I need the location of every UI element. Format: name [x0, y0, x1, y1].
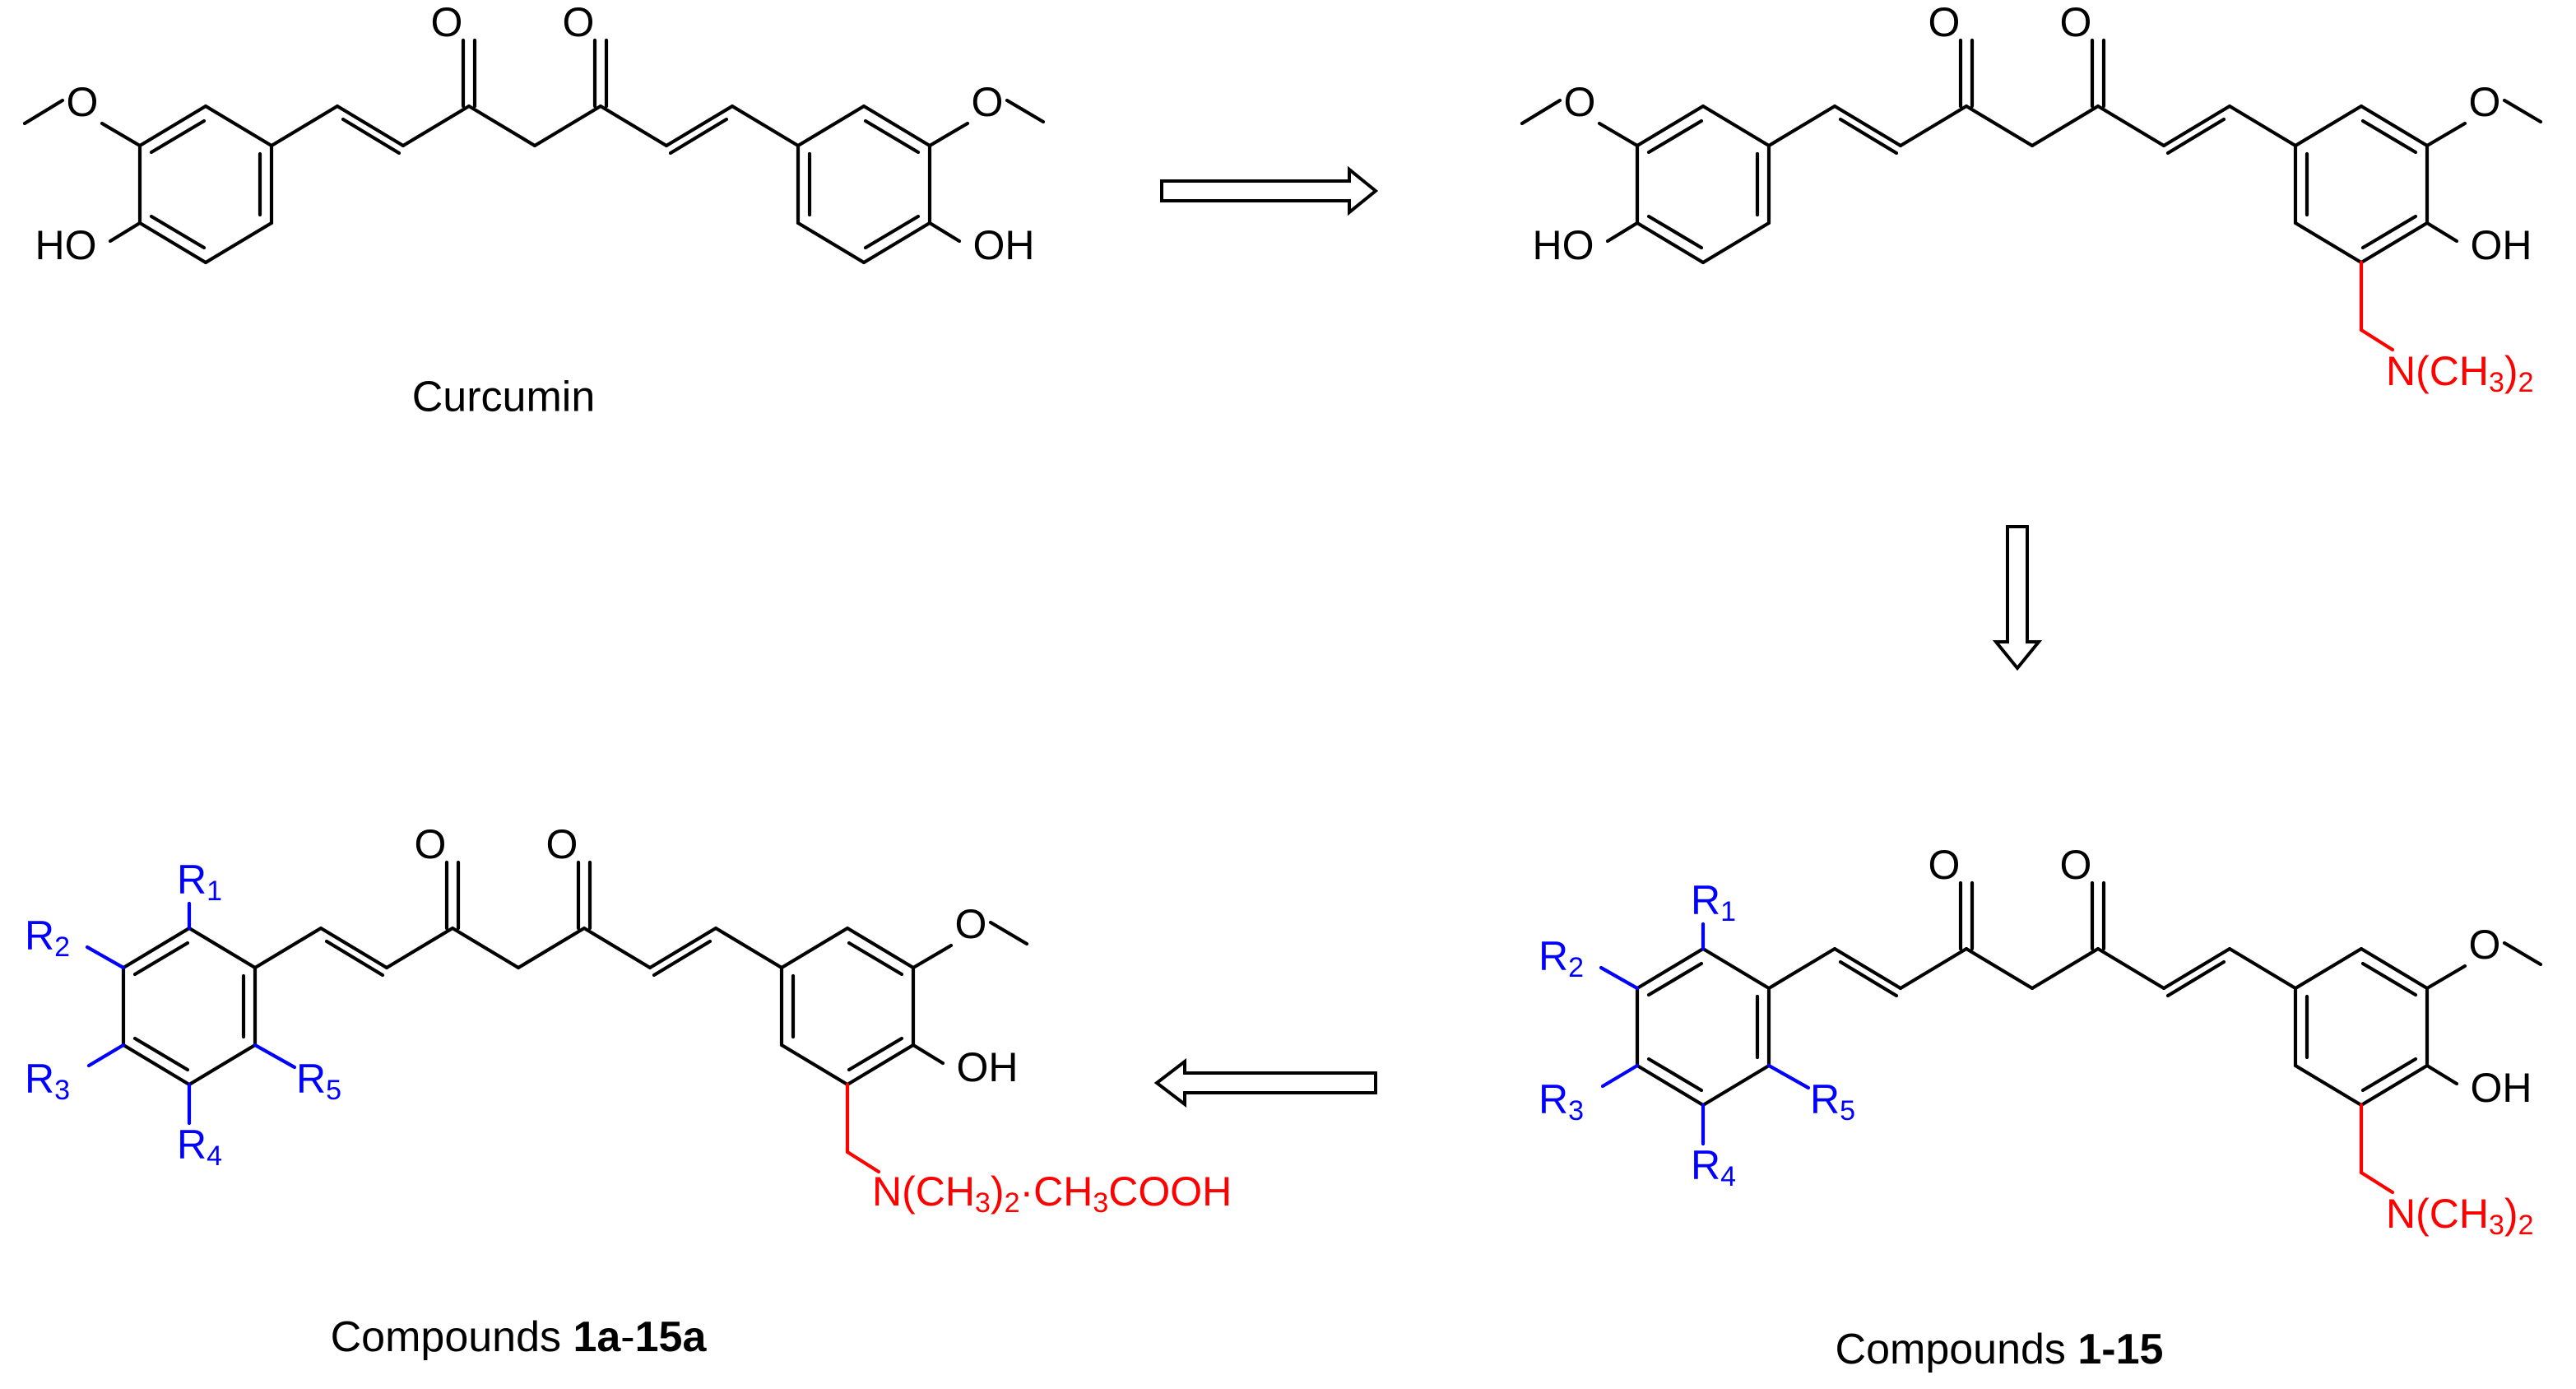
carbonyl-o-2: O	[563, 0, 595, 45]
carbonyl-o-2: O	[2060, 842, 2092, 888]
methoxy-o-right: O	[2469, 79, 2501, 125]
methoxy-o-right: O	[955, 901, 987, 947]
carbonyl-o-1: O	[415, 821, 447, 867]
caption-compounds-1a-15a: Compounds 1a-15a	[331, 1313, 708, 1361]
substituent-r3: R3	[1539, 1076, 1584, 1127]
substituent-r2: R2	[25, 913, 70, 963]
carbonyl-o-1: O	[1929, 842, 1961, 888]
substituent-r5: R5	[1810, 1076, 1855, 1127]
substituent-r1: R1	[1691, 877, 1736, 927]
methoxy-o-right: O	[972, 79, 1004, 125]
substituent-r4: R4	[1691, 1142, 1736, 1192]
carbonyl-o-1: O	[1929, 0, 1961, 45]
methoxy-o-right: O	[2469, 922, 2501, 968]
substituent-r4: R4	[177, 1122, 222, 1172]
compounds-1a-15a-structure: O O O OH N(CH3)2·CH3COOH R1 R2 R3 R4 R5	[25, 821, 1232, 1219]
curcumin-structure: O O O HO O OH	[22, 0, 1046, 268]
caption-compounds-1-15: Compounds 1-15	[1836, 1326, 2164, 1373]
mannich-intermediate-structure: O O O HO O OH N(CH3)2	[1520, 0, 2543, 398]
acetate-salt-group: N(CH3)2·CH3COOH	[872, 1168, 1232, 1219]
arrow-left	[1153, 1057, 1377, 1108]
substituent-r3: R3	[25, 1056, 70, 1106]
substituent-r5: R5	[296, 1056, 341, 1106]
caption-curcumin: Curcumin	[412, 374, 596, 421]
arrow-right	[1160, 165, 1379, 216]
methoxy-o-left: O	[67, 79, 99, 125]
compounds-1-15-structure: O O O OH N(CH3)2 R1 R2 R3 R4 R5	[1539, 842, 2543, 1241]
substituent-r2: R2	[1539, 933, 1584, 983]
hydroxyl-right: OH	[973, 222, 1035, 268]
substituent-r1: R1	[177, 857, 222, 907]
hydroxyl-right: OH	[2471, 222, 2532, 268]
carbonyl-o-1: O	[431, 0, 463, 45]
dimethylaminomethyl-group: N(CH3)2	[2386, 348, 2533, 398]
hydroxyl-right: OH	[2471, 1065, 2532, 1111]
carbonyl-o-2: O	[546, 821, 578, 867]
methoxy-o-left: O	[1564, 79, 1596, 125]
hydroxyl-right: OH	[957, 1044, 1019, 1090]
carbonyl-o-2: O	[2060, 0, 2092, 45]
dimethylaminomethyl-group: N(CH3)2	[2386, 1191, 2533, 1241]
hydroxyl-left: HO	[1533, 222, 1594, 268]
arrow-down	[1992, 525, 2043, 671]
hydroxyl-left: HO	[35, 222, 97, 268]
